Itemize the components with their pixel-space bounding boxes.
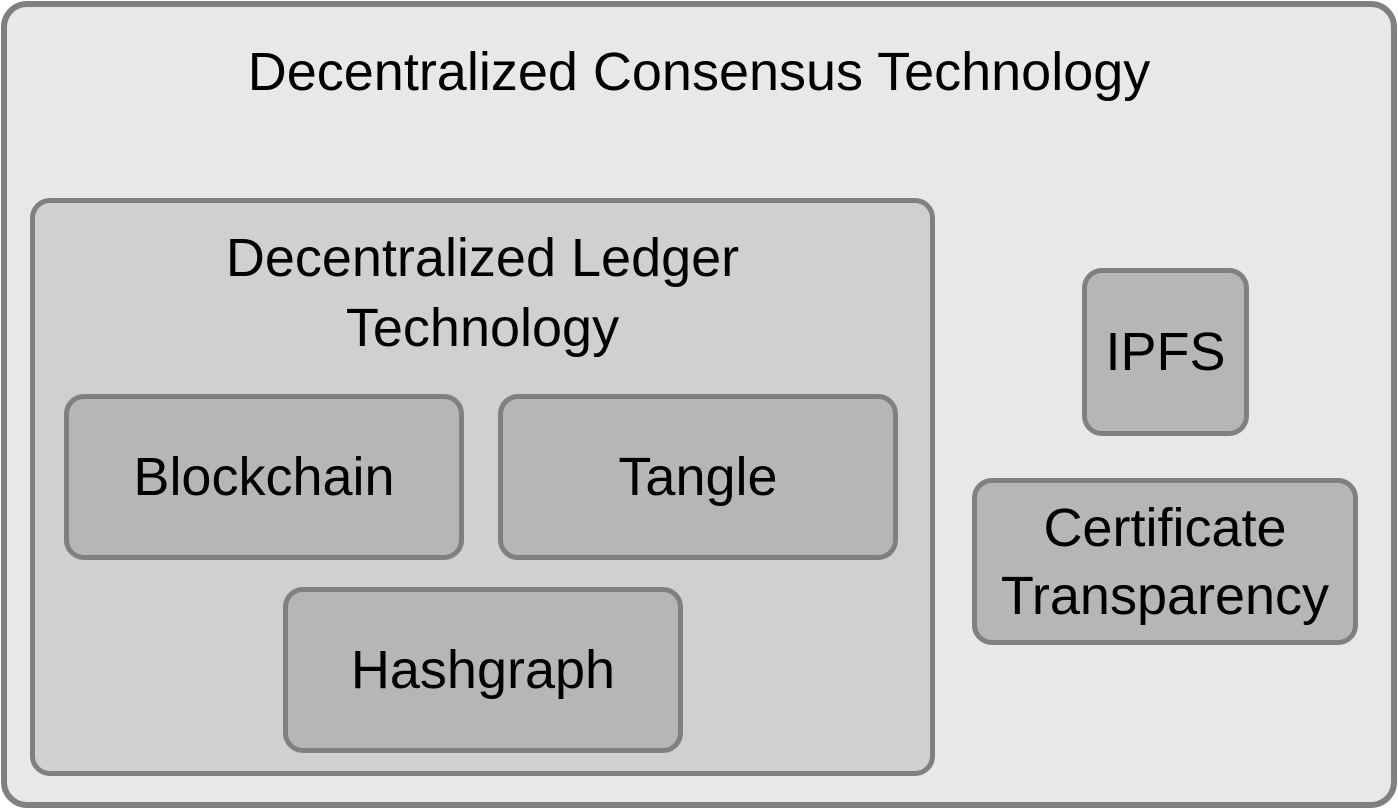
- ipfs-box: IPFS: [1082, 268, 1249, 436]
- blockchain-label: Blockchain: [133, 447, 395, 507]
- ct-label-line1: Certificate: [1043, 497, 1287, 558]
- ipfs-label: IPFS: [1105, 322, 1226, 382]
- dlt-title-line1: Decentralized Ledger: [225, 228, 740, 288]
- hashgraph-label: Hashgraph: [350, 640, 616, 700]
- dlt-title-line2: Technology: [345, 298, 620, 358]
- outer-title: Decentralized Consensus Technology: [247, 42, 1151, 102]
- certificate-transparency-label: Certificate Transparency: [1001, 494, 1329, 630]
- certificate-transparency-box: Certificate Transparency: [972, 478, 1358, 645]
- blockchain-box: Blockchain: [64, 394, 464, 560]
- tangle-label: Tangle: [618, 447, 778, 507]
- ct-label-line2: Transparency: [1000, 565, 1330, 626]
- dlt-title: Decentralized Ledger Technology: [35, 223, 930, 363]
- hashgraph-box: Hashgraph: [283, 587, 683, 753]
- tangle-box: Tangle: [498, 394, 898, 560]
